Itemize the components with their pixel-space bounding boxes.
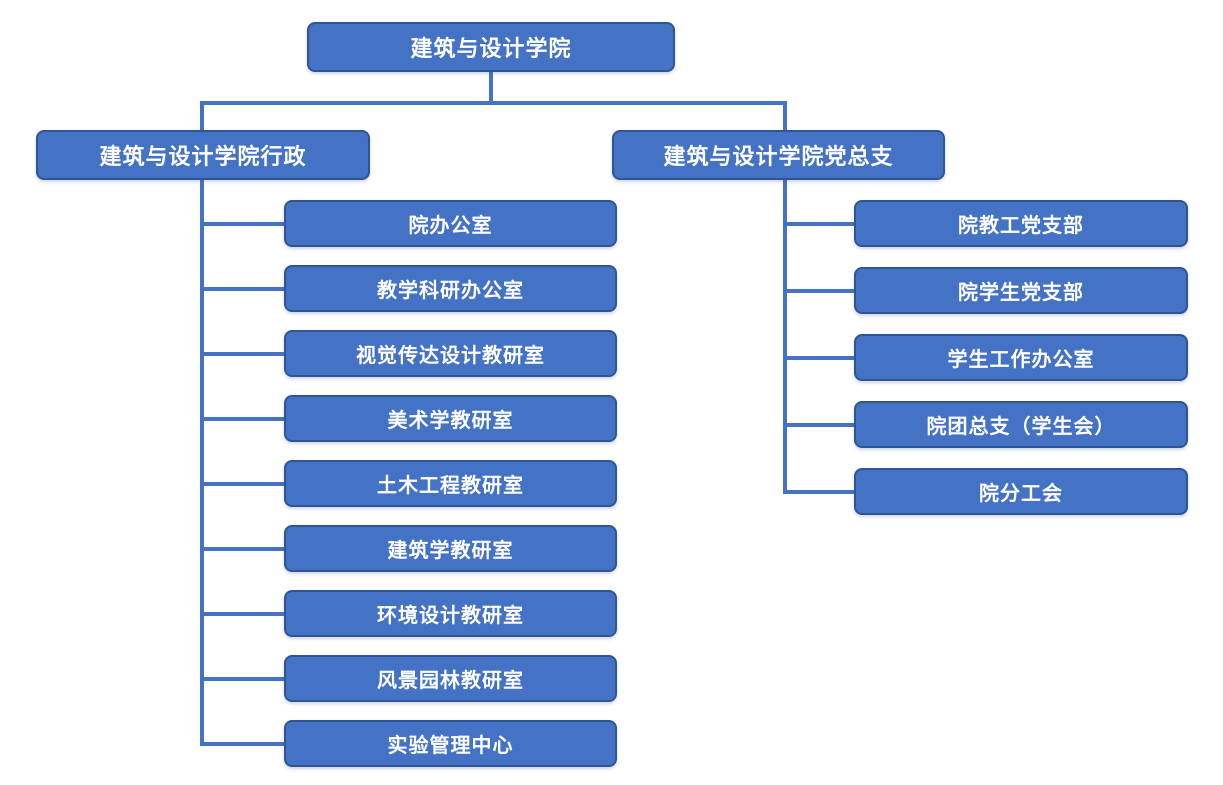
org-child-node: 学生工作办公室 [854, 334, 1188, 381]
org-root-node: 建筑与设计学院 [307, 22, 675, 72]
org-child-node: 土木工程教研室 [284, 460, 617, 507]
org-root-label: 建筑与设计学院 [410, 36, 572, 61]
org-child-node: 院办公室 [284, 200, 617, 247]
connector-line [200, 676, 284, 681]
connector-line [200, 546, 284, 551]
org-child-label: 院学生党支部 [958, 282, 1084, 304]
org-child-label: 美术学教研室 [387, 410, 514, 432]
org-branch-label: 建筑与设计学院行政 [99, 144, 307, 169]
connector-line [200, 101, 204, 746]
org-child-node: 院教工党支部 [854, 200, 1188, 247]
org-child-label: 实验管理中心 [387, 735, 514, 757]
org-child-label: 风景园林教研室 [377, 670, 524, 692]
org-child-label: 建筑学教研室 [387, 540, 514, 562]
org-child-label: 环境设计教研室 [377, 605, 524, 627]
org-child-label: 院办公室 [408, 215, 493, 237]
org-child-label: 院分工会 [979, 483, 1063, 505]
org-child-node: 视觉传达设计教研室 [284, 330, 617, 377]
org-child-node: 美术学教研室 [284, 395, 617, 442]
org-child-label: 院团总支（学生会） [926, 416, 1116, 438]
org-child-node: 建筑学教研室 [284, 525, 617, 572]
connector-line [783, 288, 854, 293]
connector-line [783, 101, 787, 494]
org-child-node: 实验管理中心 [284, 720, 617, 767]
connector-line [200, 101, 787, 105]
connector-line [200, 481, 284, 486]
org-child-node: 教学科研办公室 [284, 265, 617, 312]
connector-line [200, 416, 284, 421]
org-child-node: 院分工会 [854, 468, 1188, 515]
connector-line [200, 351, 284, 356]
org-child-node: 院学生党支部 [854, 267, 1188, 314]
org-branch-node-party-general-branch: 建筑与设计学院党总支 [612, 130, 945, 180]
connector-line [200, 286, 284, 291]
org-child-node: 环境设计教研室 [284, 590, 617, 637]
org-child-label: 学生工作办公室 [947, 349, 1095, 371]
connector-line [783, 221, 854, 226]
connector-line [783, 422, 854, 427]
org-child-node: 院团总支（学生会） [854, 401, 1188, 448]
connector-line [489, 70, 493, 105]
org-branch-node-administration: 建筑与设计学院行政 [36, 130, 370, 180]
connector-line [783, 489, 854, 494]
org-child-label: 教学科研办公室 [377, 280, 524, 302]
org-child-label: 土木工程教研室 [377, 475, 524, 497]
connector-line [200, 741, 284, 746]
org-child-node: 风景园林教研室 [284, 655, 617, 702]
connector-line [200, 221, 284, 226]
connector-line [200, 611, 284, 616]
org-child-label: 院教工党支部 [958, 215, 1084, 237]
org-branch-label: 建筑与设计学院党总支 [663, 144, 894, 169]
connector-line [783, 355, 854, 360]
org-child-label: 视觉传达设计教研室 [356, 345, 545, 367]
